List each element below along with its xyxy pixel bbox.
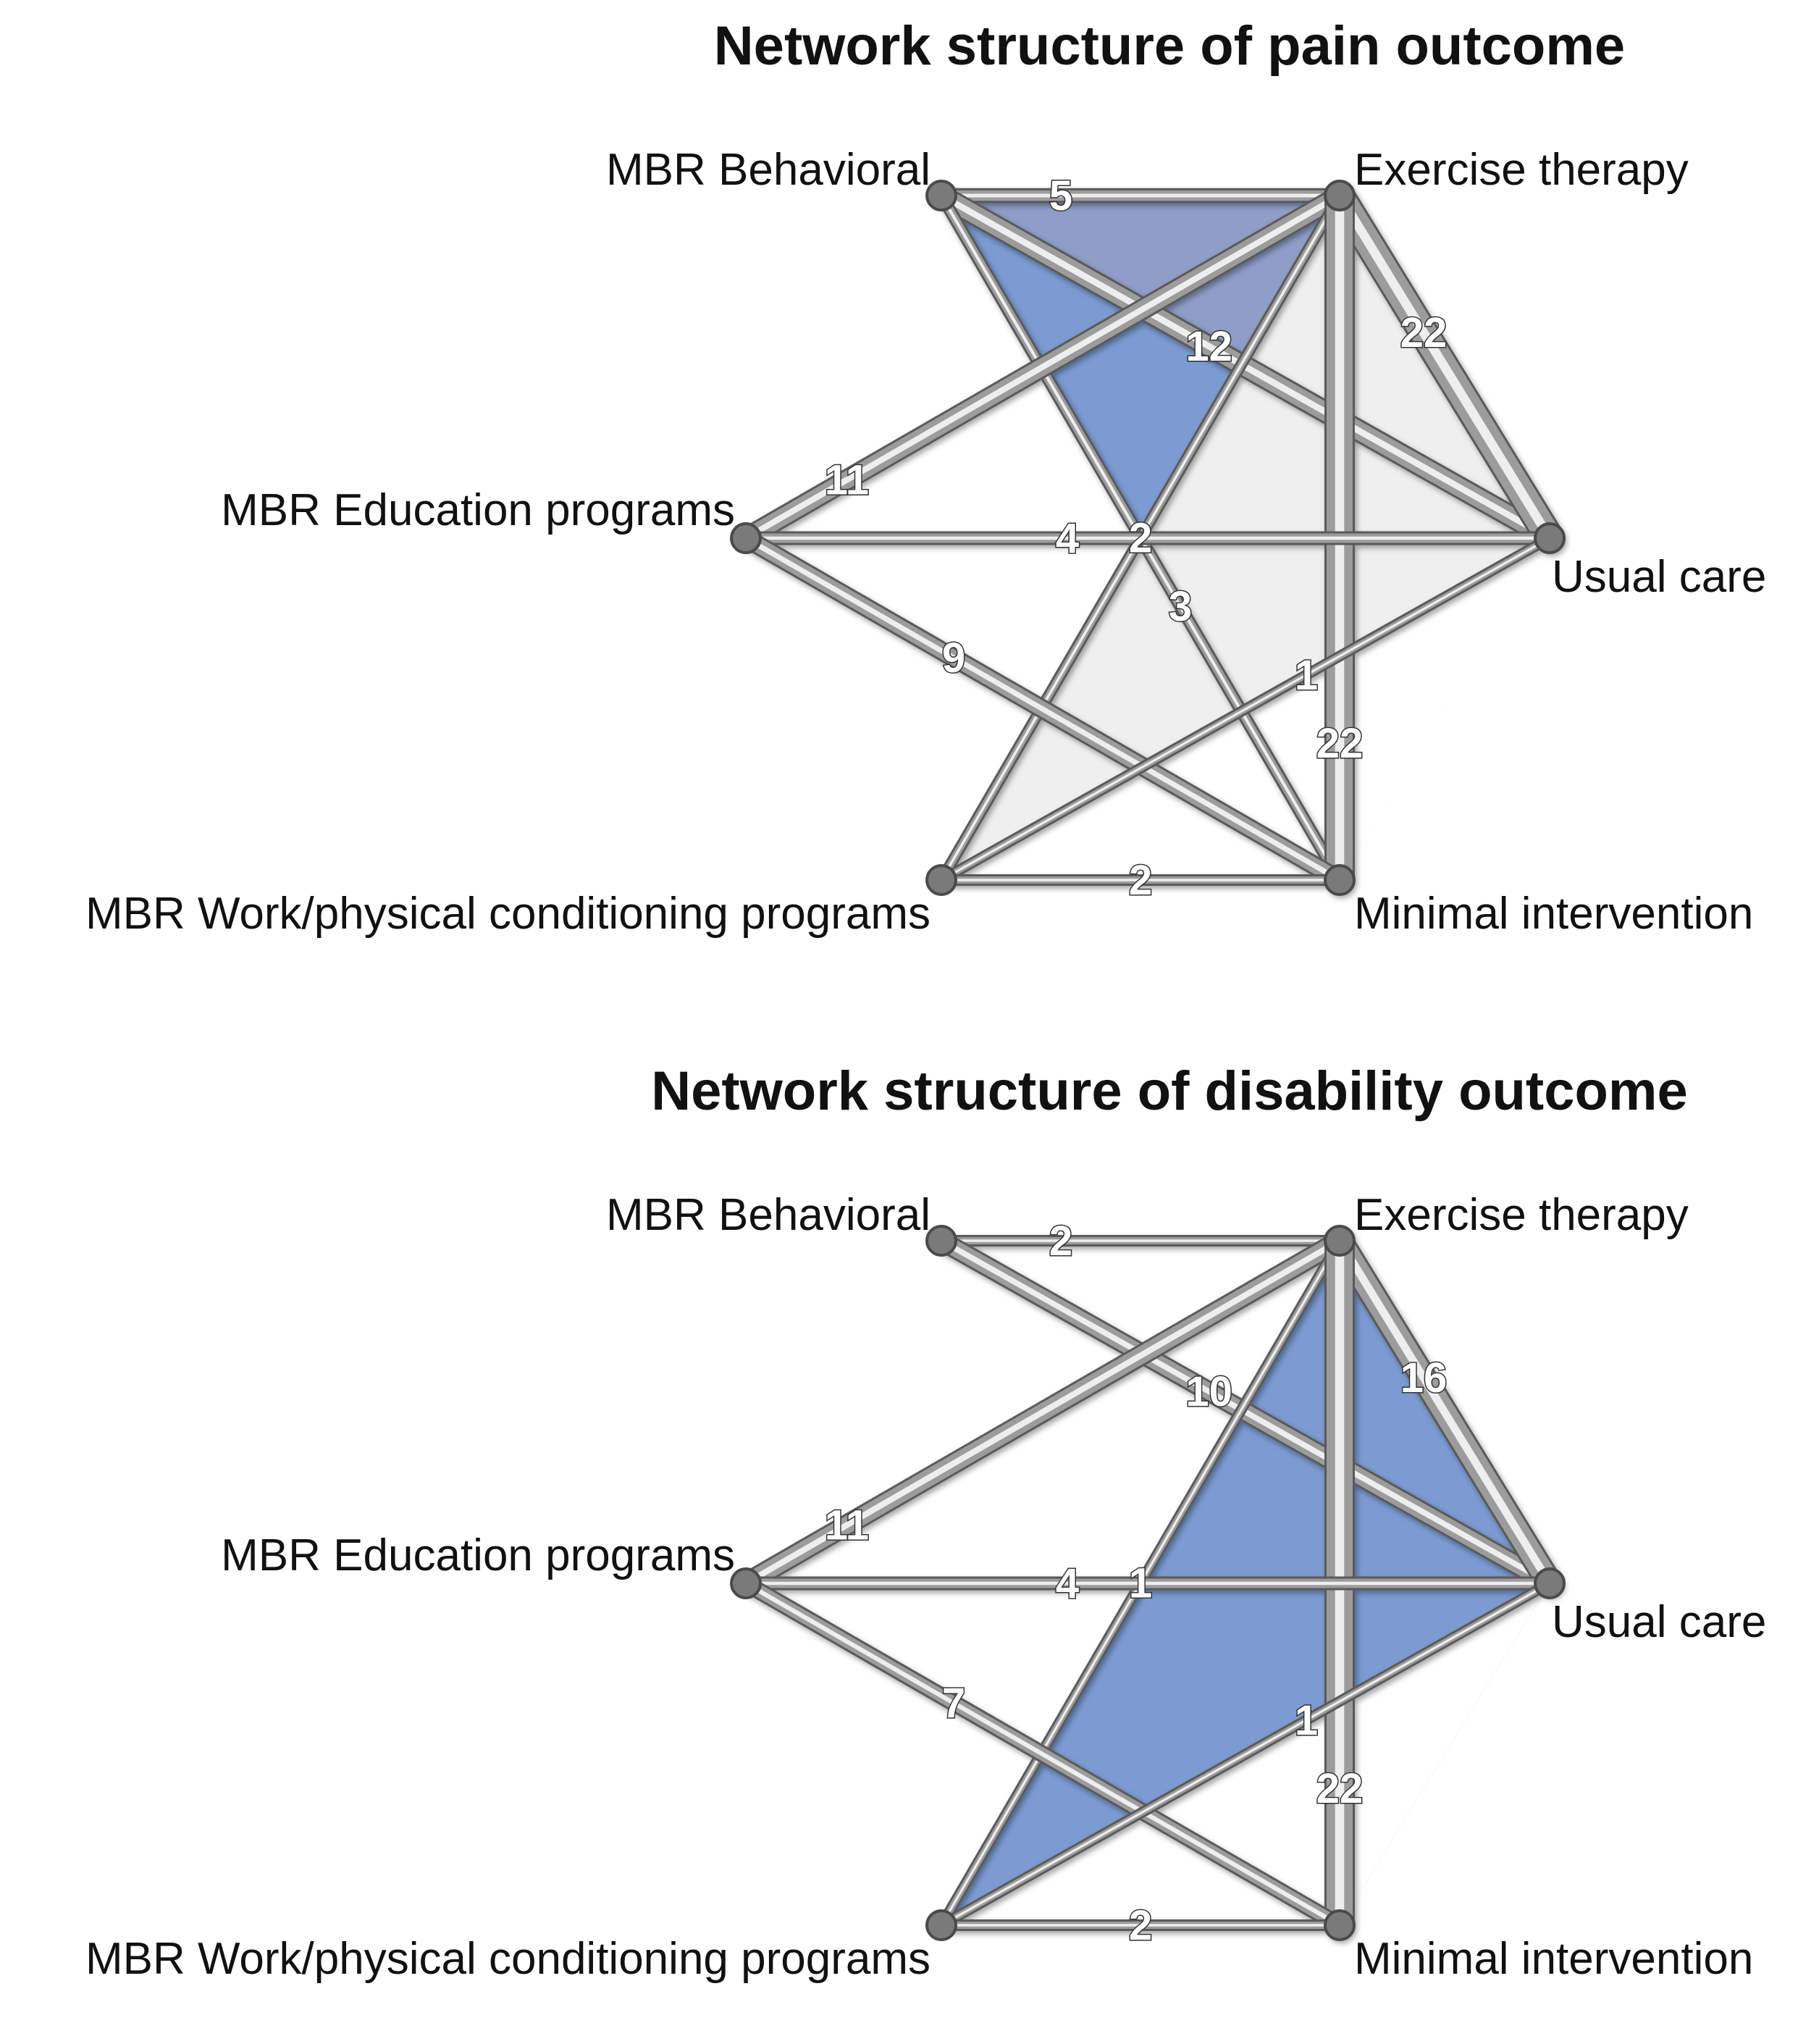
node-label-work: MBR Work/physical conditioning programs <box>85 1934 930 1984</box>
node-layer <box>730 180 1566 896</box>
node-min <box>1324 1909 1356 1941</box>
panel-title: Network structure of pain outcome <box>713 15 1626 77</box>
edge-count-label: 11 <box>825 457 869 504</box>
edge-count-label: 22 <box>1316 720 1364 767</box>
edge-uc-work <box>936 532 1555 886</box>
edge-count-label: 5 <box>1049 172 1072 219</box>
panel-title: Network structure of disability outcome <box>651 1060 1688 1122</box>
edge-count-label: 2 <box>1129 515 1152 562</box>
node-uc <box>1534 522 1566 554</box>
edge-count-label: 4 <box>1056 515 1079 562</box>
node-work <box>925 864 957 896</box>
edge-uc-work <box>936 1578 1555 1931</box>
node-label-beh: MBR Behavioral <box>606 145 930 195</box>
edge-count-label: 2 <box>1049 1218 1072 1265</box>
edge-count-label: 4 <box>1056 1560 1079 1607</box>
node-work <box>925 1909 957 1941</box>
node-label-min: Minimal intervention <box>1354 1934 1753 1984</box>
edge-ex-uc <box>1326 1227 1563 1597</box>
edge-ex-uc <box>1324 180 1565 553</box>
node-layer <box>730 1225 1566 1941</box>
node-label-beh: MBR Behavioral <box>606 1190 930 1240</box>
node-edu <box>730 1567 762 1599</box>
edge-label-layer: 2 10 11 16 1 22 4 7 1 2 <box>823 1217 1448 1951</box>
edge-count-label: 1 <box>1295 1697 1318 1744</box>
node-beh <box>925 180 957 211</box>
edge-count-label: 11 <box>825 1502 869 1549</box>
node-label-min: Minimal intervention <box>1354 889 1753 939</box>
node-ex <box>1324 1225 1356 1257</box>
node-label-uc: Usual care <box>1552 1597 1766 1647</box>
edge-edu-min <box>737 1575 1348 1934</box>
node-min <box>1324 864 1356 896</box>
node-beh <box>925 1225 957 1257</box>
edge-count-label: 10 <box>1185 1368 1232 1415</box>
edge-count-label: 9 <box>942 634 965 682</box>
node-uc <box>1534 1567 1566 1599</box>
edge-count-label: 3 <box>1169 583 1192 630</box>
node-ex <box>1324 180 1356 211</box>
node-label-edu: MBR Education programs <box>221 1530 735 1580</box>
node-label-edu: MBR Education programs <box>221 485 735 535</box>
disability-network-panel: Network structure of disability outcome … <box>0 1045 1798 2044</box>
edge-ex-edu <box>735 1230 1350 1594</box>
edge-edu-min <box>736 528 1350 890</box>
node-label-ex: Exercise therapy <box>1354 1190 1689 1240</box>
node-edu <box>730 522 762 554</box>
node-label-ex: Exercise therapy <box>1354 145 1689 195</box>
edge-ex-edu <box>735 185 1350 549</box>
edge-count-label: 22 <box>1400 309 1448 356</box>
edge-count-label: 22 <box>1316 1765 1364 1812</box>
node-label-uc: Usual care <box>1552 552 1766 602</box>
edge-count-label: 7 <box>942 1680 965 1727</box>
edge-count-label: 16 <box>1400 1354 1448 1402</box>
edge-count-label: 1 <box>1295 652 1318 699</box>
edge-layer <box>735 1226 1563 1940</box>
edge-count-label: 1 <box>1129 1560 1152 1607</box>
edge-count-label: 2 <box>1129 1902 1152 1949</box>
edge-count-label: 2 <box>1129 857 1152 904</box>
disability-network-diagram: 2 10 11 16 1 22 4 7 1 2 MBR Behavioral Exercise the… <box>85 1190 1766 1984</box>
edge-layer <box>735 180 1565 895</box>
edge-count-label: 12 <box>1185 323 1232 370</box>
node-label-work: MBR Work/physical conditioning programs <box>85 889 930 939</box>
